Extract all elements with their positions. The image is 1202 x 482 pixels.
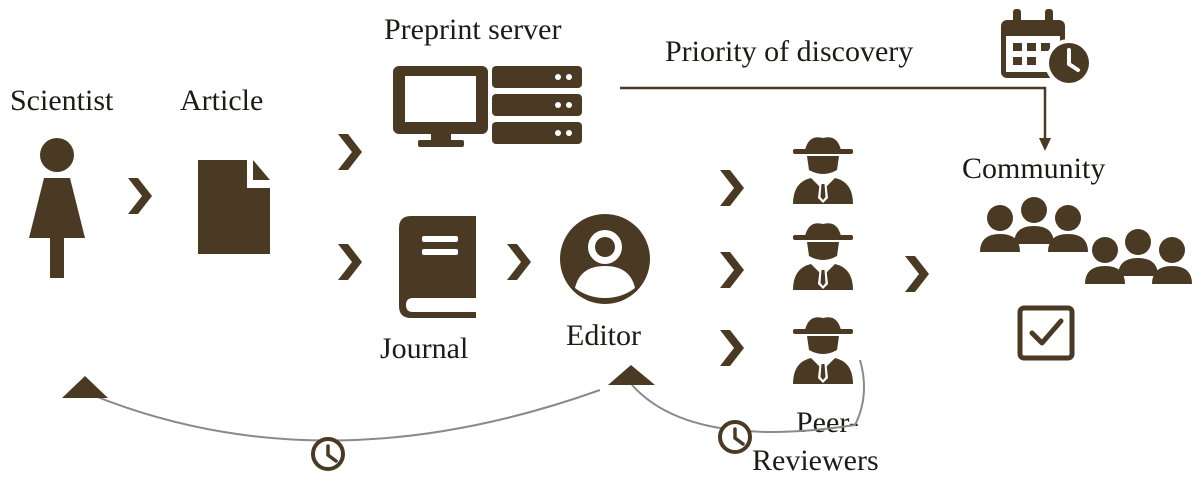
chevron-right-icon <box>338 134 362 170</box>
chevron-right-icon <box>507 244 531 280</box>
chevron-right-icon <box>905 256 929 292</box>
server-icon <box>492 66 582 144</box>
user-circle-icon <box>560 214 650 304</box>
feedback-curve-reviewers-to-editor <box>608 359 865 433</box>
community-label: Community <box>962 152 1105 185</box>
preprint-server-label: Preprint server <box>384 13 561 46</box>
chevron-right-icon <box>128 178 152 214</box>
scientist-label: Scientist <box>10 84 114 117</box>
book-icon <box>399 216 476 318</box>
clock-icon <box>311 437 345 471</box>
chevron-right-icon <box>720 170 744 206</box>
spy-icon <box>793 317 853 384</box>
spy-icon <box>793 137 853 204</box>
priority-of-discovery-label: Priority of discovery <box>665 35 913 68</box>
person-icon <box>29 138 85 278</box>
chevron-right-icon <box>720 252 744 288</box>
monitor-icon <box>393 66 488 147</box>
peer-reviewers-label-line1: Peer- <box>796 406 859 439</box>
article-label: Article <box>180 84 263 117</box>
spy-icon <box>793 223 853 290</box>
checkbox-icon <box>1017 305 1075 361</box>
journal-label: Journal <box>380 332 468 365</box>
feedback-curve-editor-to-scientist <box>62 376 601 442</box>
editor-label: Editor <box>566 319 641 352</box>
peer-reviewers-label-line2: Reviewers <box>752 444 879 477</box>
chevron-right-icon <box>720 330 744 366</box>
group-icon <box>980 197 1192 284</box>
priority-connector <box>620 86 1051 151</box>
clock-icon <box>718 420 752 454</box>
chevron-right-icon <box>338 244 362 280</box>
calendar-clock-icon <box>1001 9 1093 87</box>
document-icon <box>198 160 270 254</box>
